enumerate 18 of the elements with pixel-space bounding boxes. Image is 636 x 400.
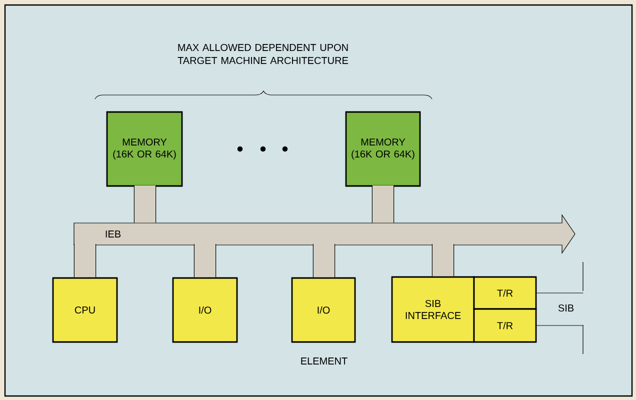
memory-box: MEMORY (16K OR 64K)	[345, 111, 421, 187]
memory-box: MEMORY (16K OR 64K)	[106, 111, 183, 187]
signal-line	[536, 292, 584, 294]
bus-stub	[312, 244, 336, 278]
annotation-text: MAX ALLOWED DEPENDENT UPON TARGET MACHINE ARCHITECTURE	[178, 44, 348, 64]
signal-line	[536, 325, 584, 326]
element-box: T/R	[473, 276, 537, 310]
element-box: I/O	[291, 277, 356, 343]
bus-stub	[74, 244, 96, 278]
sib-bus: SIB	[558, 262, 584, 354]
element-box: T/R	[473, 308, 537, 343]
bus-stub	[134, 186, 156, 223]
bus-stub	[432, 244, 454, 276]
bus-stub	[372, 186, 394, 223]
bus-stub	[194, 244, 216, 278]
element-box: I/O	[172, 277, 238, 343]
element-box: CPU	[52, 277, 118, 343]
element-label: ELEMENT	[301, 358, 348, 364]
